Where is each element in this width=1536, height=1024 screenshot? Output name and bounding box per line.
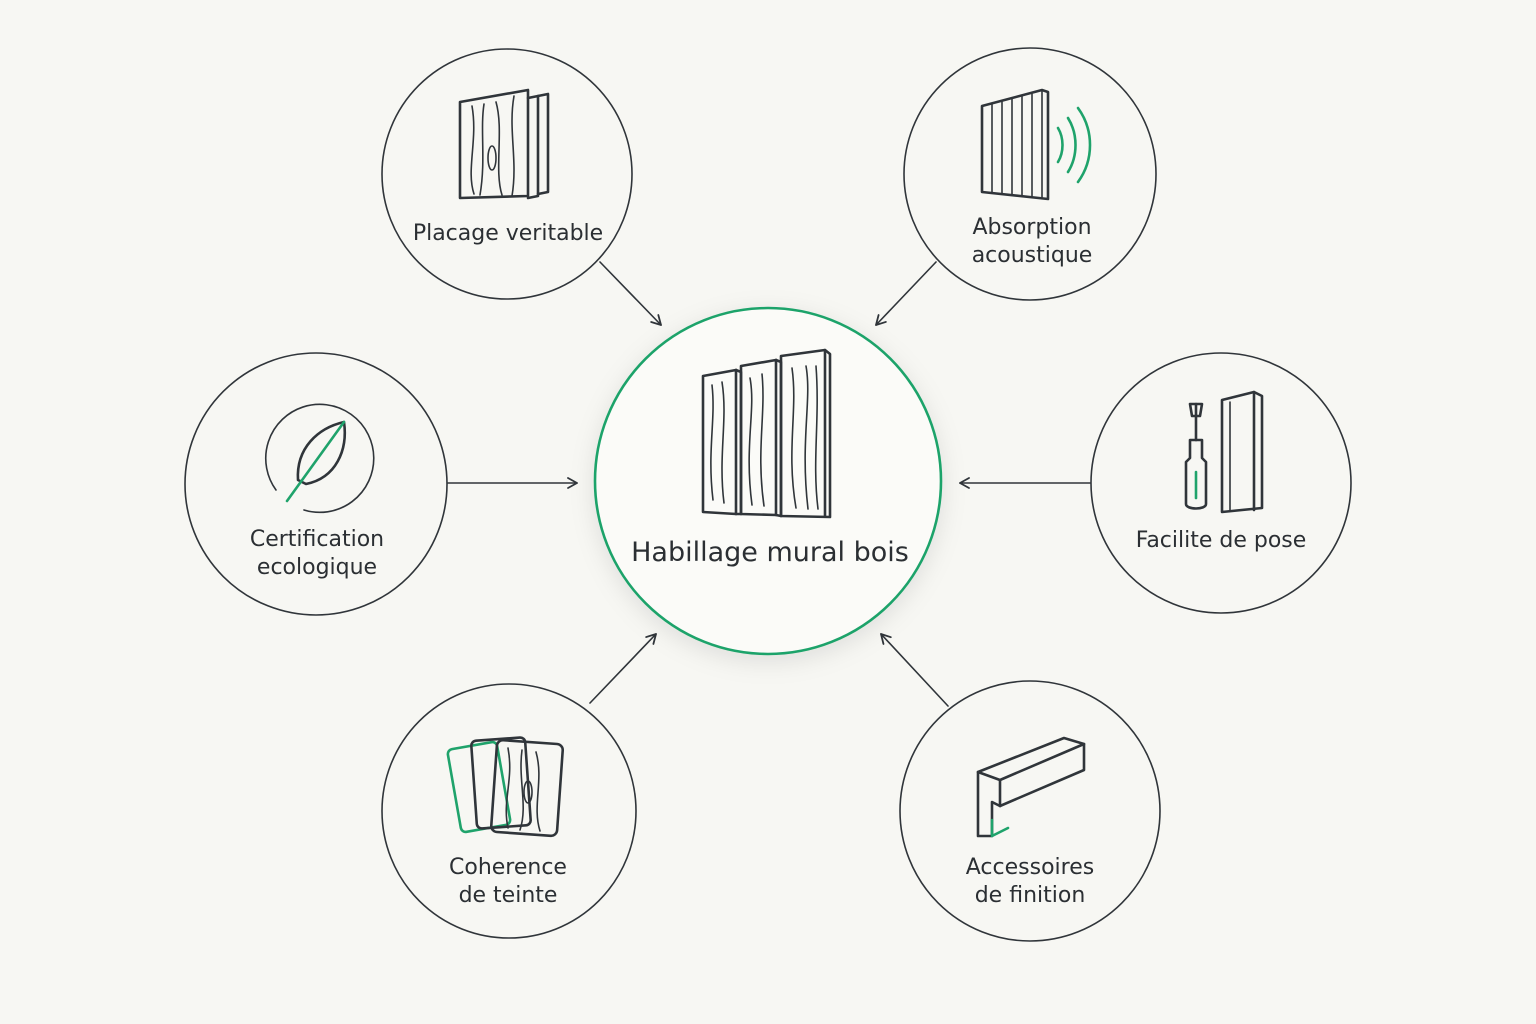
node-circle: [1090, 352, 1352, 614]
sound-waves-icon: [1056, 106, 1092, 184]
node-circle: [899, 680, 1161, 942]
wood-panels-icon: [701, 348, 832, 519]
node-label-line: acoustique: [972, 243, 1093, 268]
node-label-line: Coherence: [449, 855, 567, 880]
node-label-line: Facilite de pose: [1136, 528, 1307, 553]
node-label-line: de finition: [975, 883, 1086, 908]
arrow-acoustique: [875, 261, 937, 326]
finishing-profile-icon: [976, 736, 1086, 838]
node-circle: [381, 683, 637, 939]
center-node: Habillage mural bois: [593, 306, 943, 656]
center-circle: [593, 306, 943, 656]
node-label-line: Placage veritable: [413, 221, 603, 246]
node-circle: [381, 48, 633, 300]
node-finition: Accessoires de finition: [899, 680, 1161, 942]
arrow-placage: [599, 261, 662, 326]
acoustic-panel-icon: [980, 88, 1050, 201]
wood-veneer-icon: [458, 88, 550, 200]
wall-panel-icon: [1220, 390, 1264, 514]
node-label-line: Certification: [250, 527, 384, 552]
node-label-line: Absorption: [972, 215, 1091, 240]
arrow-teinte: [589, 633, 657, 704]
screwdriver-icon: [1184, 402, 1208, 510]
node-pose: Facilite de pose: [1090, 352, 1352, 614]
node-label-line: de teinte: [459, 883, 558, 908]
center-label: Habillage mural bois: [631, 537, 909, 568]
node-acoustique: Absorption acoustique: [903, 47, 1157, 301]
node-label-line: ecologique: [257, 555, 377, 580]
leaf-icon: [265, 403, 375, 514]
node-teinte: Coherence de teinte: [381, 683, 637, 939]
node-circle: [184, 352, 448, 616]
node-certification: Certification ecologique: [184, 352, 448, 616]
node-label-line: Accessoires: [966, 855, 1094, 880]
arrow-finition: [880, 633, 949, 707]
node-placage: Placage veritable: [381, 48, 633, 300]
connectors: [447, 261, 1091, 707]
node-circle: [903, 47, 1157, 301]
color-samples-icon: [446, 736, 565, 838]
